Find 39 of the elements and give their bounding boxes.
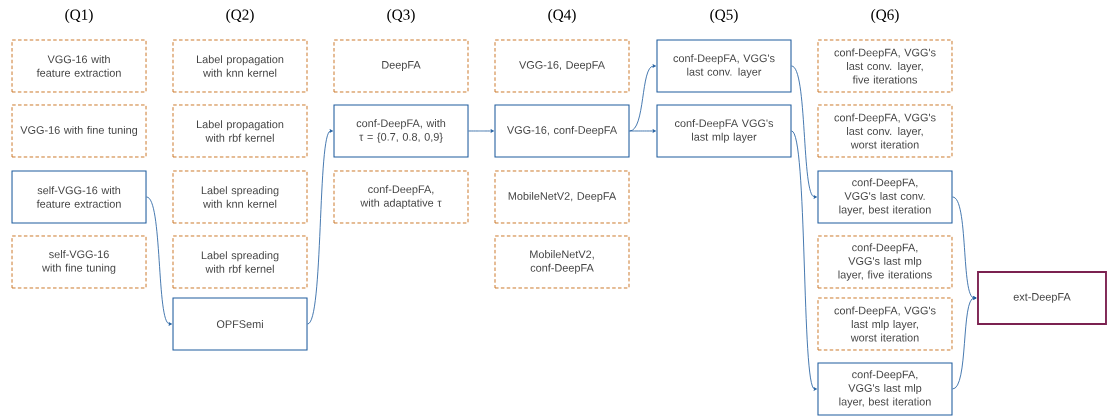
process-box: conf-DeepFA, VGG's last conv. layer — [656, 39, 792, 93]
arrow — [307, 129, 333, 325]
arrow — [791, 130, 817, 391]
dashed-box: Label spreading with rbf kernel — [172, 235, 308, 289]
dashed-box: Label spreading with knn kernel — [172, 170, 308, 224]
process-box: conf-DeepFA VGG's last mlp layer — [656, 104, 792, 158]
column-heading: (Q2) — [226, 9, 254, 23]
process-box: OPFSemi — [172, 297, 308, 351]
arrow — [146, 196, 172, 326]
process-box: conf-DeepFA, VGG's last conv. layer, best iteration — [817, 170, 953, 224]
dashed-box: VGG-16, DeepFA — [494, 39, 630, 93]
column-heading: (Q4) — [548, 9, 576, 23]
arrow — [791, 65, 817, 199]
dashed-box: VGG-16 with fine tuning — [11, 104, 147, 158]
column-heading: (Q5) — [710, 9, 738, 23]
dashed-box: conf-DeepFA, VGG's last conv. layer, worst iteration — [817, 104, 953, 158]
dashed-box: MobileNetV2, DeepFA — [494, 170, 630, 224]
arrow — [952, 296, 977, 390]
dashed-box: conf-DeepFA, VGG's last conv. layer, five iterations — [817, 39, 953, 93]
dashed-box: Label propagation with rbf kernel — [172, 104, 308, 158]
arrow — [468, 129, 494, 133]
process-box: VGG-16, conf-DeepFA — [494, 104, 630, 158]
process-box: ext-DeepFA — [977, 271, 1107, 325]
process-box: self-VGG-16 with feature extraction — [11, 170, 147, 224]
dashed-box: conf-DeepFA, with adaptative τ — [333, 170, 469, 224]
process-box: conf-DeepFA, VGG's last mlp layer, best iteration — [817, 362, 953, 416]
dashed-box: DeepFA — [333, 39, 469, 93]
arrow — [629, 64, 656, 132]
column-heading: (Q6) — [871, 9, 899, 23]
dashed-box: conf-DeepFA, VGG's last mlp layer, five iterations — [817, 235, 953, 289]
process-box: conf-DeepFA, with τ = {0.7, 0.8, 0,9} — [333, 104, 469, 158]
column-heading: (Q3) — [387, 9, 415, 23]
dashed-box: VGG-16 with feature extraction — [11, 39, 147, 93]
dashed-box: Label propagation with knn kernel — [172, 39, 308, 93]
dashed-box: MobileNetV2, conf-DeepFA — [494, 235, 630, 289]
arrow — [629, 129, 656, 133]
column-heading: (Q1) — [65, 9, 93, 23]
dashed-box: self-VGG-16 with fine tuning — [11, 235, 147, 289]
dashed-box: conf-DeepFA, VGG's last mlp layer, worst iteration — [817, 297, 953, 351]
